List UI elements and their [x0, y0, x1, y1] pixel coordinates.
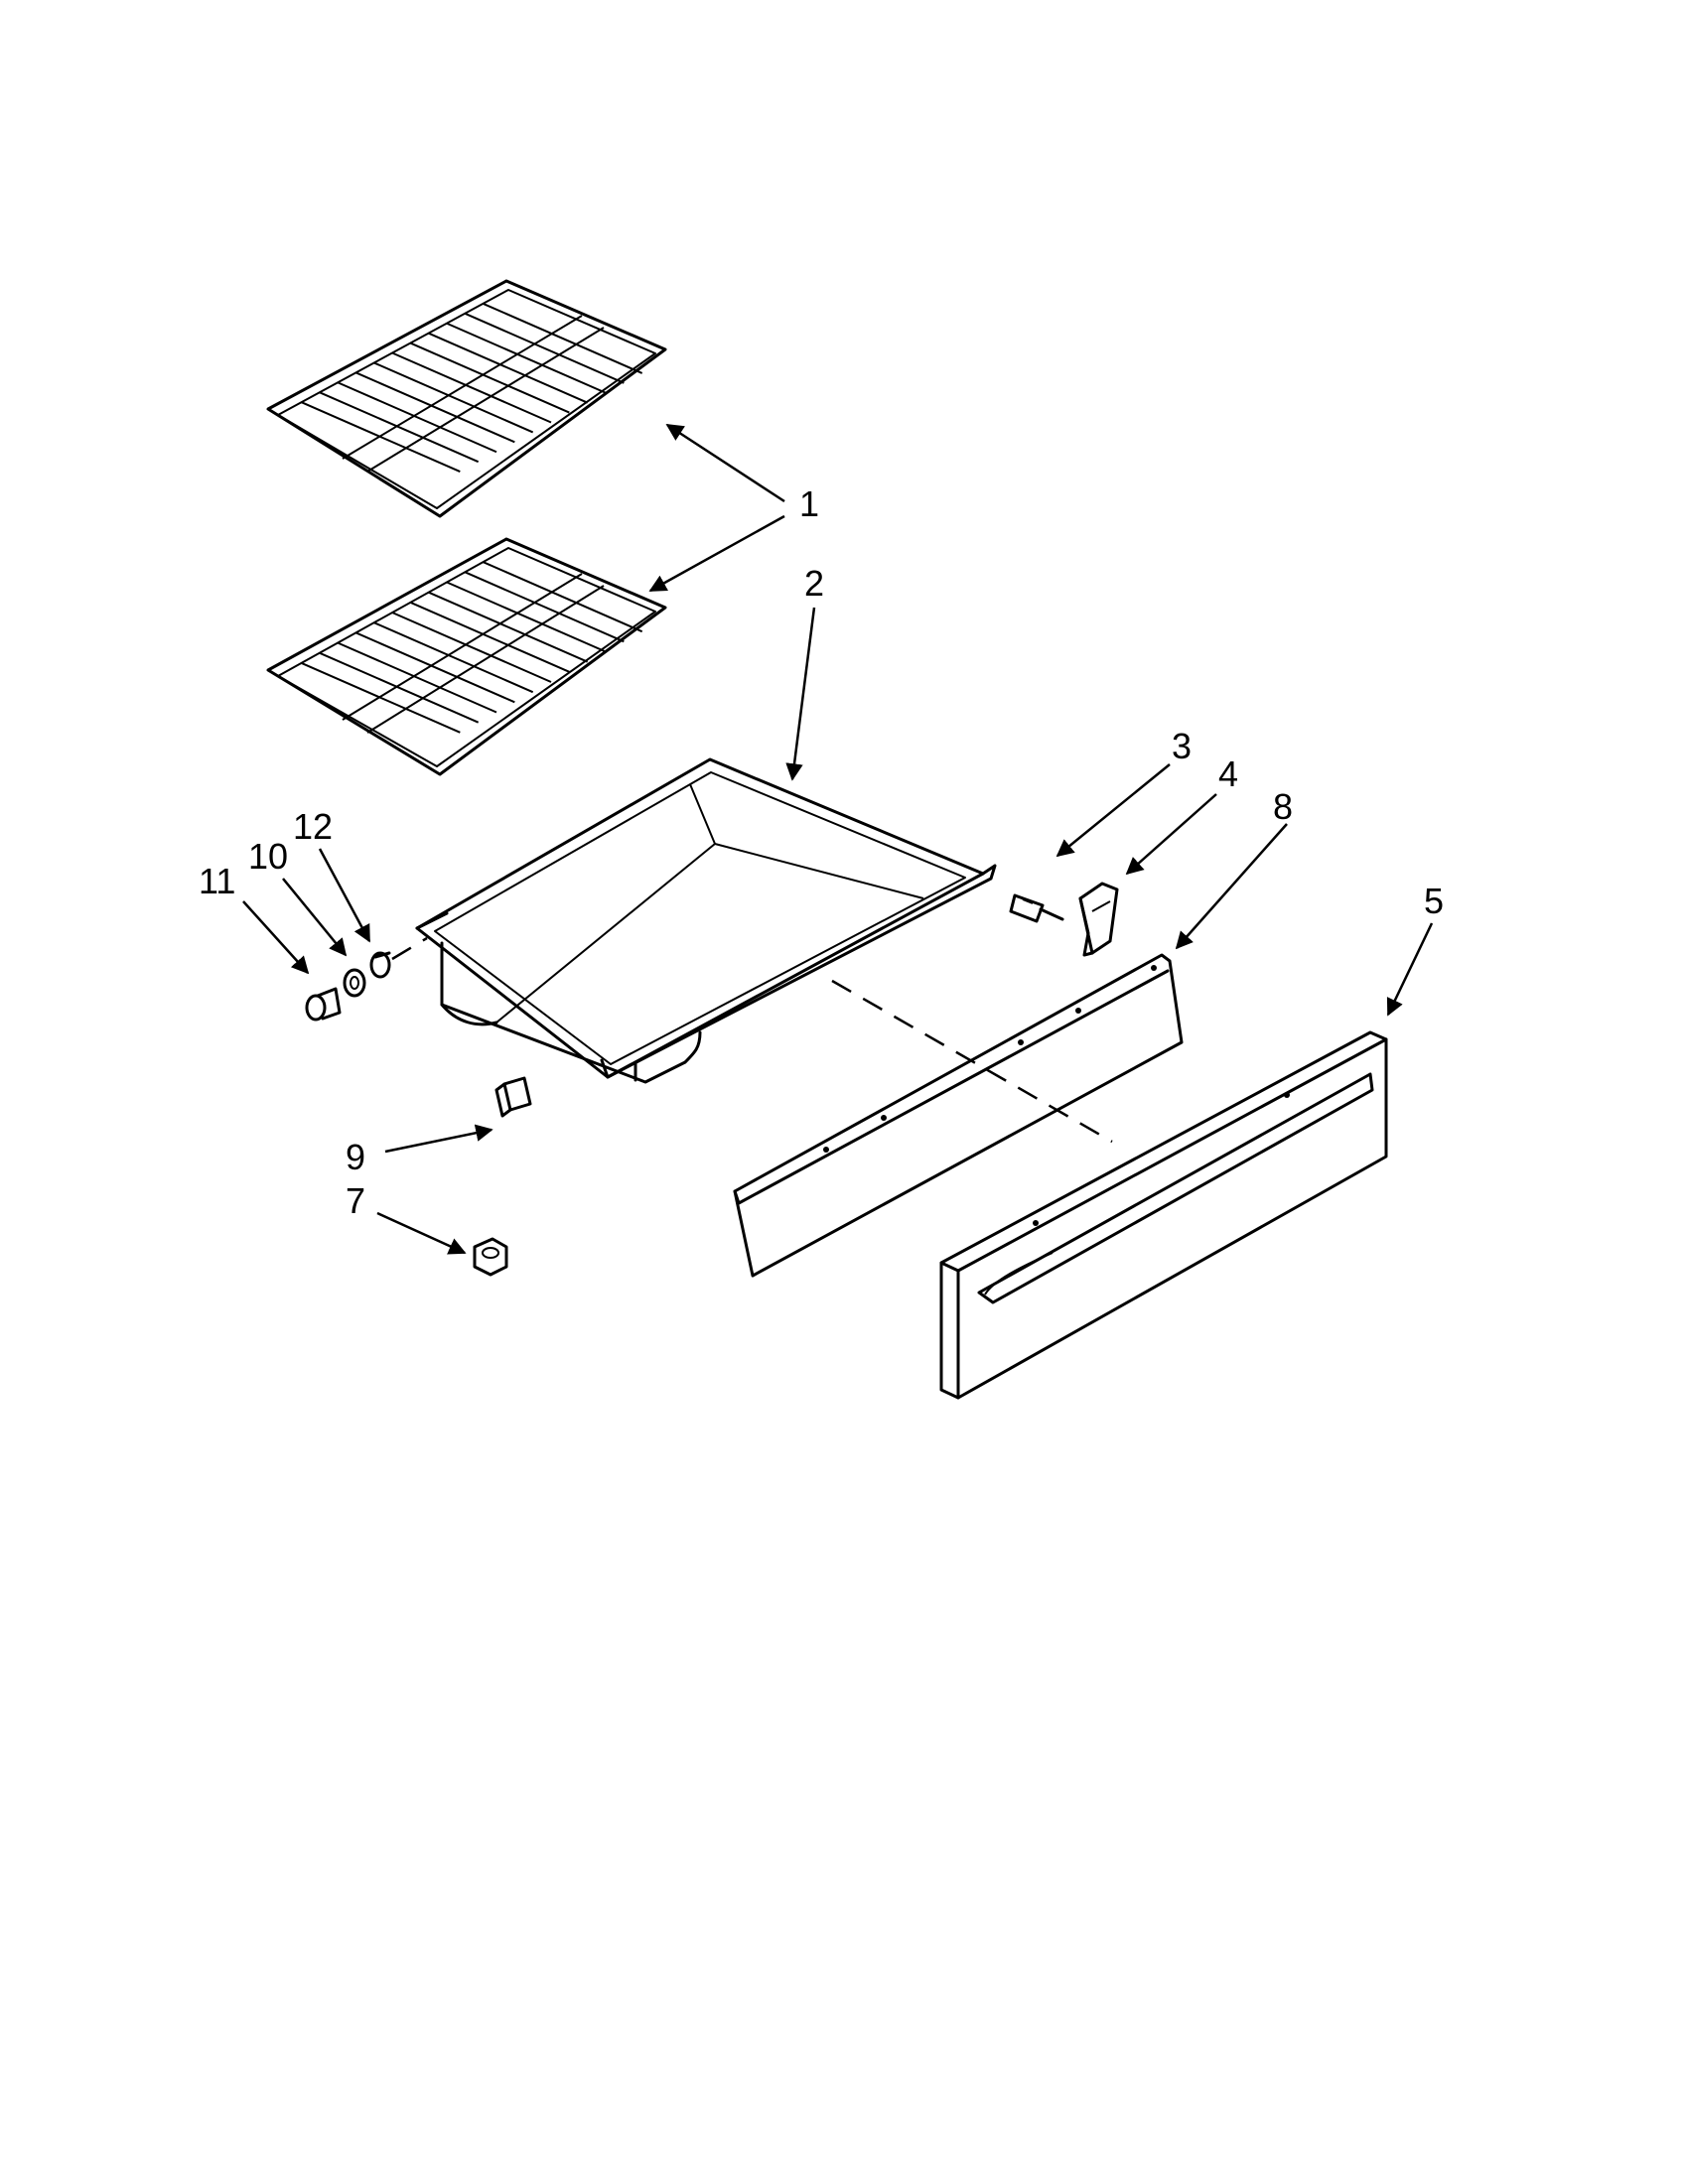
rack-wire: [409, 341, 570, 414]
drawer-bracket: [733, 953, 1184, 1278]
hardware-alignment-line: [391, 936, 428, 961]
label-part-9: 9: [346, 1137, 365, 1177]
rack-wire: [409, 601, 570, 673]
oven-rack-upper: [266, 279, 667, 518]
label-part-1: 1: [799, 483, 819, 524]
label-part-2: 2: [804, 563, 824, 604]
rack-wire: [354, 371, 515, 444]
nut-part-7: [473, 1237, 508, 1277]
label-part-11: 11: [199, 861, 235, 901]
label-part-5: 5: [1424, 881, 1444, 921]
rack-wire: [319, 391, 480, 464]
hardware-part-10: [343, 968, 366, 998]
clip-part-4: [1078, 882, 1119, 957]
leader-lines: [242, 423, 1434, 1255]
label-part-4: 4: [1218, 753, 1238, 794]
rack-wire: [319, 651, 480, 724]
rack-wire: [483, 561, 643, 633]
rack-wire: [373, 361, 534, 434]
rack-wire: [428, 332, 589, 404]
rack-wire: [373, 621, 534, 694]
drawer-front-panel: [939, 1030, 1388, 1400]
rack-wire: [354, 631, 515, 704]
rack-wire: [391, 612, 552, 683]
oven-rack-lower: [266, 537, 667, 776]
label-part-12: 12: [293, 806, 333, 847]
rack-wire: [428, 591, 589, 663]
label-part-10: 10: [248, 836, 288, 877]
rack-wire: [483, 303, 643, 374]
label-part-8: 8: [1273, 786, 1293, 827]
hardware-part-11: [305, 987, 342, 1022]
screw-part-3: [1009, 893, 1064, 923]
rack-wire: [464, 571, 625, 643]
rack-wire: [464, 312, 625, 384]
rack-wire: [337, 641, 497, 714]
rack-wire: [446, 322, 607, 394]
drawer-pan: [415, 757, 997, 1084]
hardware-part-12: [369, 951, 391, 979]
rack-wire: [300, 661, 461, 734]
assembly-line: [831, 979, 1113, 1144]
rack-wire: [391, 351, 552, 424]
label-part-7: 7: [346, 1180, 365, 1221]
label-part-3: 3: [1172, 726, 1192, 766]
rack-wire: [337, 381, 497, 454]
rack-wire: [446, 581, 607, 653]
spacer-part-9: [494, 1076, 532, 1118]
